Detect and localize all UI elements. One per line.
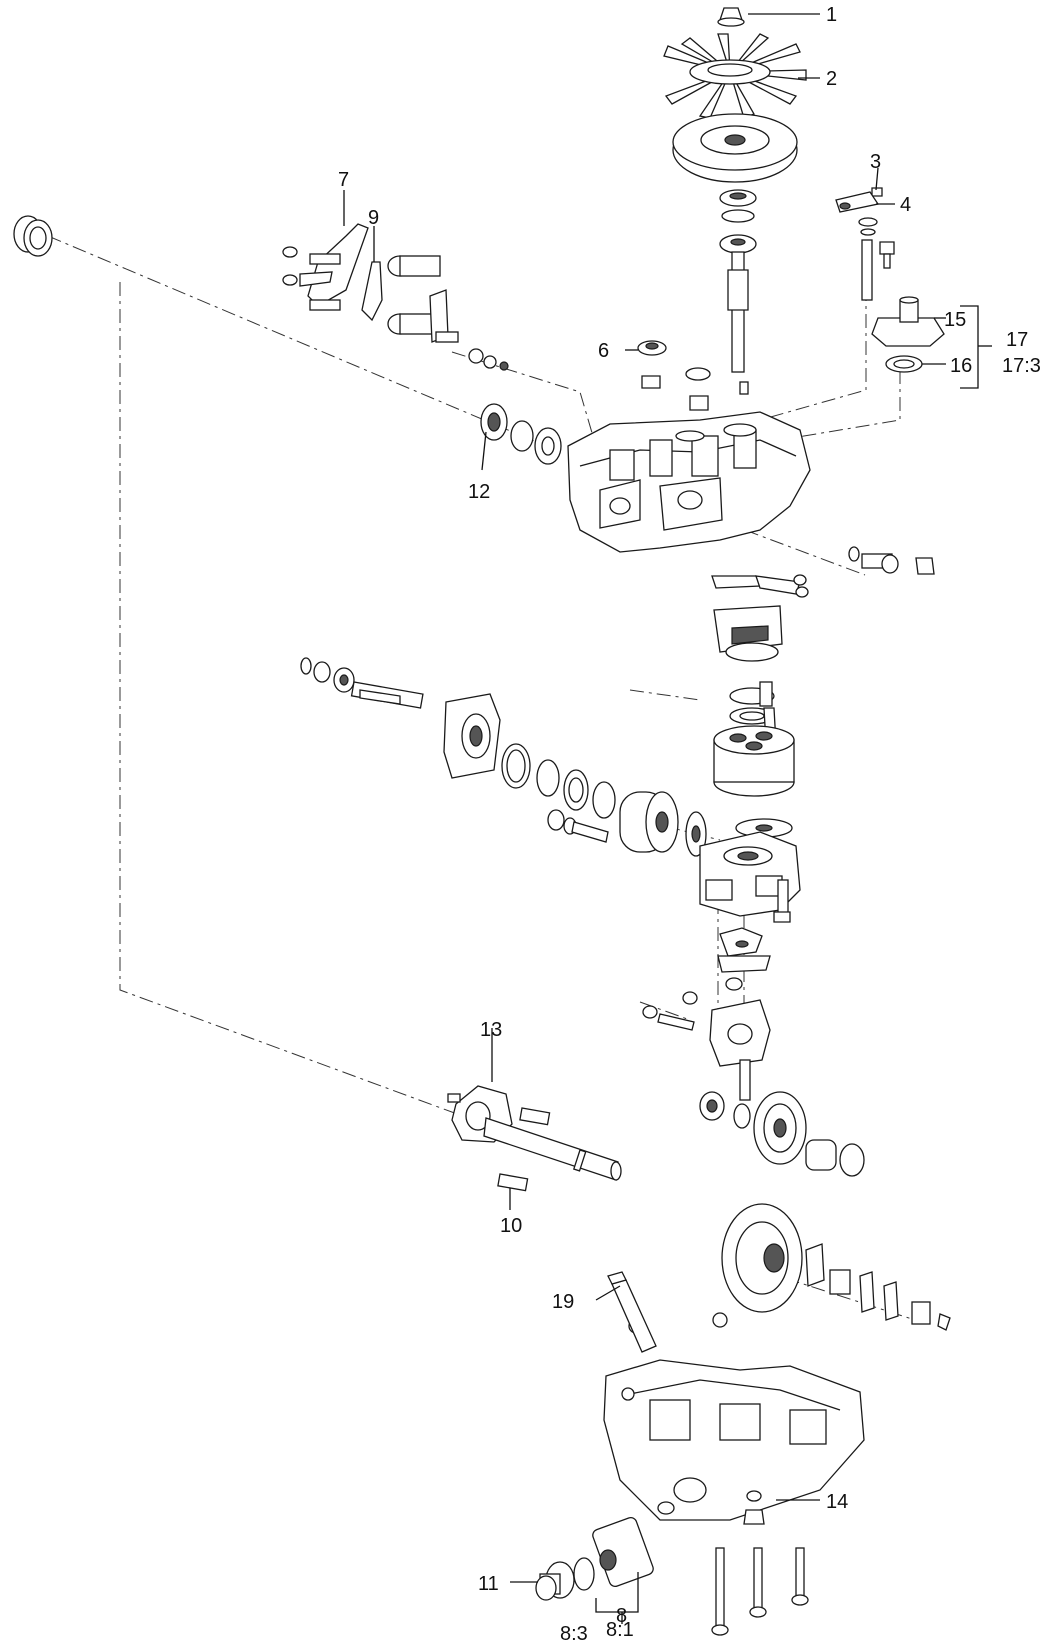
drain-plug <box>743 1509 765 1525</box>
gear-train <box>699 1091 951 1331</box>
callout-13: 13 <box>480 1019 502 1041</box>
shift-fork <box>307 223 369 307</box>
control-arm-assembly <box>835 187 895 301</box>
callout-17: 17 <box>1006 329 1028 351</box>
spring <box>361 261 383 322</box>
callout-10: 10 <box>500 1215 522 1237</box>
callout-19: 19 <box>552 1291 574 1313</box>
callout-8-3: 8:3 <box>560 1623 588 1642</box>
upper-housing <box>567 411 811 553</box>
callout-8-1: 8:1 <box>606 1619 634 1641</box>
callout-2: 2 <box>826 68 837 90</box>
callout-8: 8 <box>616 1605 627 1627</box>
callout-17-3: 17:3 <box>1002 355 1041 377</box>
callout-16: 16 <box>950 355 972 377</box>
filter-and-drain <box>535 1490 809 1636</box>
callout-9: 9 <box>368 207 379 229</box>
sealant-tube <box>607 1271 657 1353</box>
callout-7: 7 <box>338 169 349 191</box>
pin <box>871 187 883 197</box>
side-bolt <box>848 546 935 575</box>
callout-4: 4 <box>900 194 911 216</box>
callout-6: 6 <box>598 340 609 362</box>
pump-cylinder-block <box>713 725 795 838</box>
center-section <box>699 831 801 923</box>
group-brackets <box>595 305 992 1624</box>
leader-lines <box>343 13 946 1583</box>
callout-labels: 1 2 3 4 6 7 9 12 15 16 17 17:3 13 10 19 … <box>338 4 1041 1642</box>
cooling-fan <box>663 33 807 119</box>
motor-shaft-stack <box>300 657 424 709</box>
callout-14: 14 <box>826 1491 848 1513</box>
shift-linkage <box>282 223 509 371</box>
callout-3: 3 <box>870 151 881 173</box>
callout-15: 15 <box>944 309 966 331</box>
motor-end-cap <box>443 693 501 779</box>
axle-assembly <box>447 1085 622 1192</box>
motor-washers <box>501 743 616 819</box>
axle-bushing <box>13 215 53 257</box>
input-shaft-stack <box>719 189 757 395</box>
pulley <box>672 113 798 183</box>
axle-seal-and-bearings <box>480 403 562 465</box>
callout-11: 11 <box>478 1573 499 1595</box>
charge-pump <box>642 927 771 1101</box>
o-ring <box>573 1557 595 1591</box>
motor-cylinder-block <box>547 791 707 857</box>
cover-and-seal <box>871 296 945 373</box>
swash-plate-stack <box>711 574 809 745</box>
small-plugs <box>637 340 711 411</box>
oil-filter <box>592 1516 654 1588</box>
fan-assembly <box>663 7 807 183</box>
callout-1: 1 <box>826 4 837 26</box>
callout-12: 12 <box>468 481 490 503</box>
